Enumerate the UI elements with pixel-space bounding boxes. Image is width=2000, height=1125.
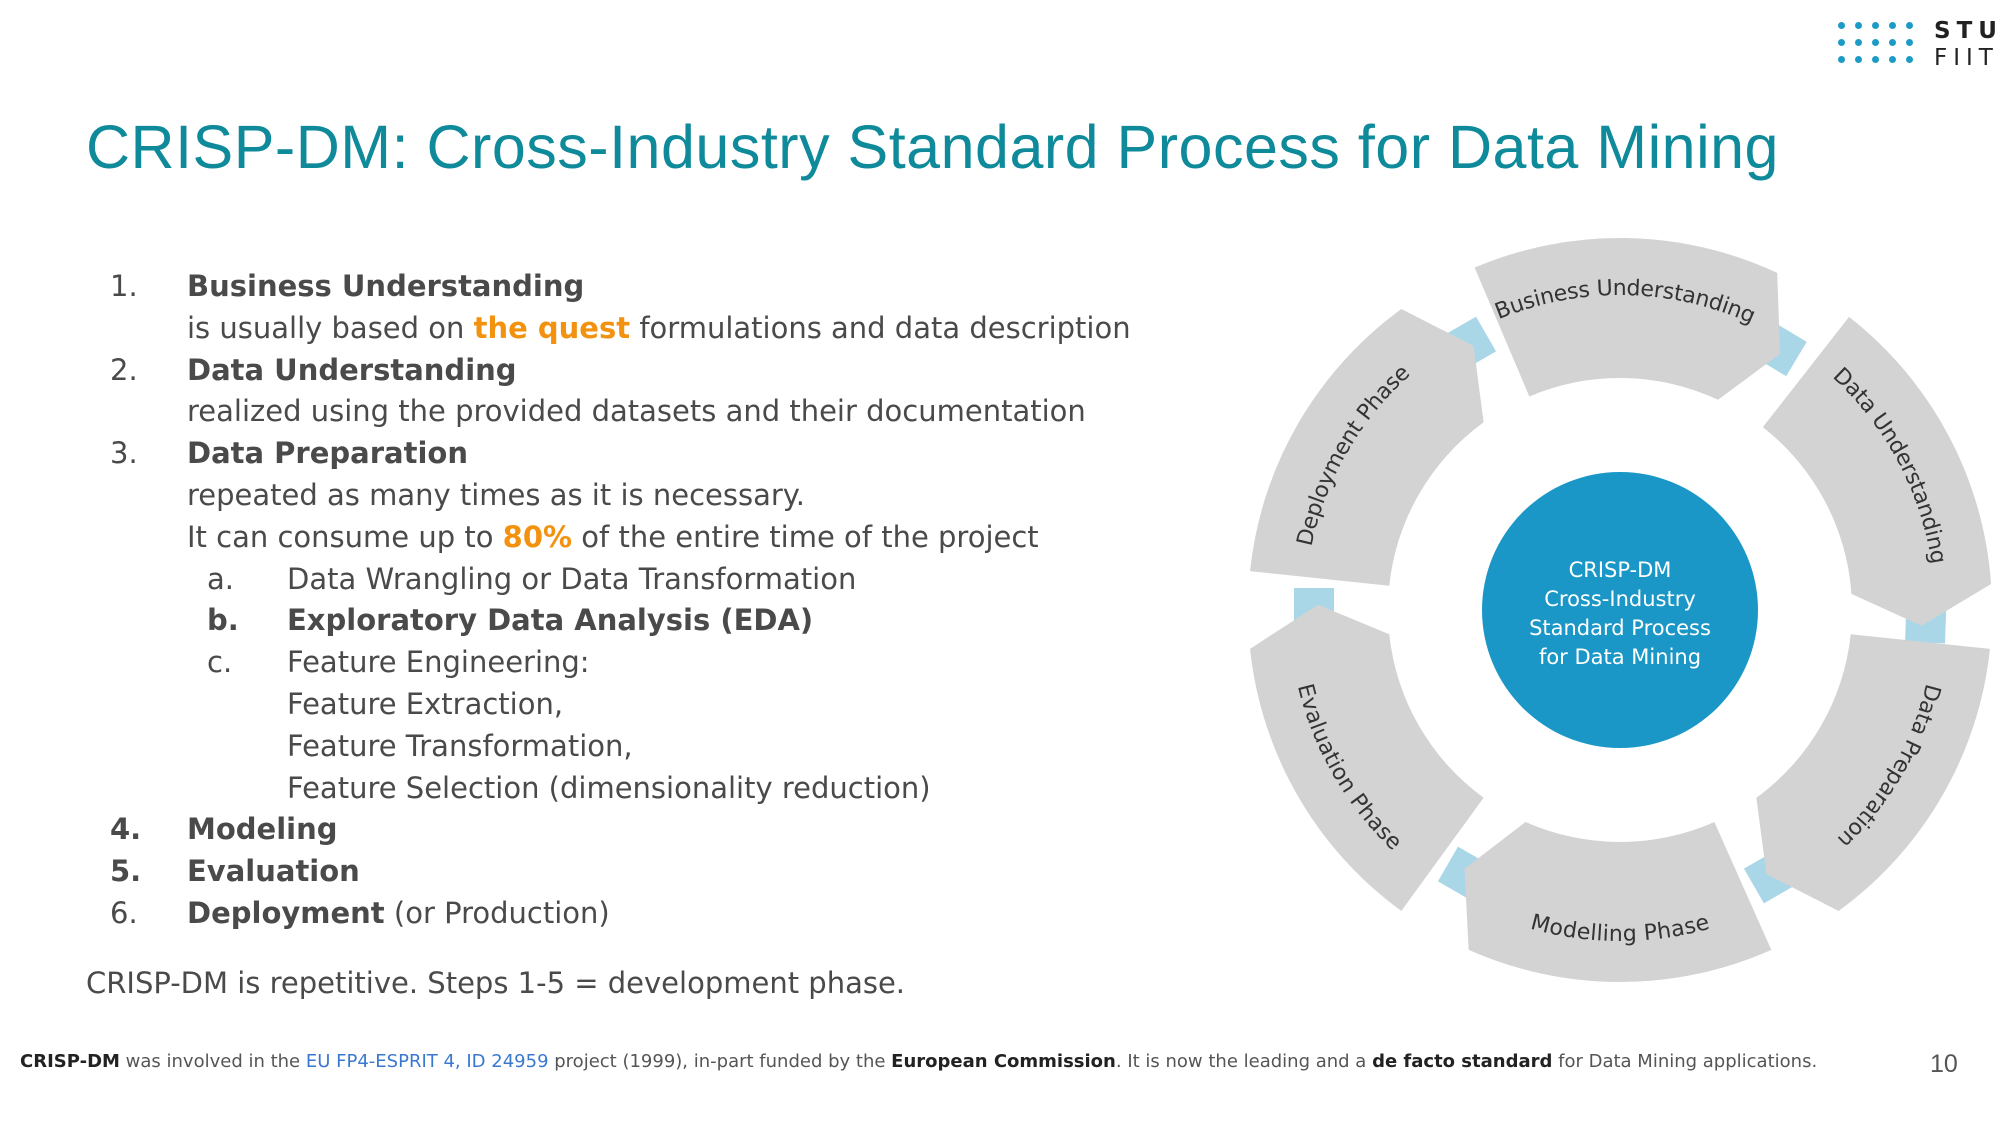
project-link[interactable]: EU FP4-ESPRIT 4, ID 24959: [305, 1051, 549, 1072]
desc-text: repeated as many times as it is necessar…: [187, 477, 806, 512]
logo-dot: [1906, 22, 1913, 29]
segments-group: [1250, 238, 1992, 983]
sub-label: Feature Engineering:: [287, 645, 590, 680]
logo-dot: [1889, 56, 1896, 63]
list-number: 5.: [110, 854, 142, 889]
list-number: 2.: [110, 352, 138, 387]
logo-dot: [1906, 39, 1913, 46]
stu-fiit-logo: STU FIIT: [1838, 18, 1998, 74]
list-item-4: 4. Modeling: [110, 809, 1240, 851]
sub-label: Data Wrangling or Data Transformation: [287, 561, 857, 596]
list-number: 6.: [110, 895, 138, 930]
footnote-part: project (1999), in-part funded by the: [548, 1051, 892, 1072]
logo-dot: [1889, 22, 1896, 29]
logo-dot: [1872, 56, 1879, 63]
desc-text: realized using the provided datasets and…: [187, 394, 1086, 429]
segment-5: [1250, 604, 1484, 911]
sub-label: Exploratory Data Analysis (EDA): [287, 603, 814, 638]
list-item-3-desc2: It can consume up to 80% of the entire t…: [110, 517, 1240, 559]
list-number: 4.: [110, 812, 142, 847]
segment-2: [1762, 316, 1992, 626]
list-label: Evaluation: [187, 854, 360, 889]
logo-dot: [1855, 39, 1862, 46]
logo-dot: [1838, 22, 1845, 29]
footnote-part: de facto standard: [1372, 1051, 1553, 1072]
logo-dot: [1872, 22, 1879, 29]
center-line-2: Cross-Industry: [1544, 587, 1696, 611]
summary-text: CRISP-DM is repetitive. Steps 1-5 = deve…: [86, 966, 906, 1000]
sub-line: Feature Extraction,: [287, 686, 564, 721]
page-number: 10: [1930, 1050, 1958, 1078]
highlight-text: the quest: [473, 310, 631, 345]
list-suffix: (or Production): [384, 895, 610, 930]
sub-item-c-line: Feature Extraction,: [110, 684, 1240, 726]
slide-title: CRISP-DM: Cross-Industry Standard Proces…: [86, 113, 1779, 181]
sub-line: Feature Selection (dimensionality reduct…: [287, 770, 931, 805]
desc-text: is usually based on: [187, 310, 474, 345]
list-item-1-desc: is usually based on the quest formulatio…: [110, 308, 1240, 350]
center-circle: [1482, 472, 1758, 748]
sub-item-a: a. Data Wrangling or Data Transformation: [110, 559, 1240, 601]
list-item-2: 2. Data Understanding: [110, 350, 1240, 392]
highlight-text: 80%: [502, 519, 573, 554]
sub-item-c: c. Feature Engineering:: [110, 642, 1240, 684]
footnote-part: European Commission: [891, 1051, 1116, 1072]
desc-text: formulations and data description: [630, 310, 1131, 345]
footnote-part: for Data Mining applications.: [1552, 1051, 1818, 1072]
desc-text: It can consume up to: [187, 519, 503, 554]
sub-item-b: b. Exploratory Data Analysis (EDA): [110, 600, 1240, 642]
logo-dot: [1889, 39, 1896, 46]
logo-line1: STU: [1934, 18, 2000, 44]
center-line-1: CRISP-DM: [1569, 558, 1672, 582]
list-number: 1.: [110, 269, 138, 303]
sub-item-c-line: Feature Transformation,: [110, 726, 1240, 768]
segment-3: [1756, 634, 1990, 911]
list-label: Data Preparation: [187, 436, 468, 471]
footnote: CRISP-DM was involved in the EU FP4-ESPR…: [20, 1051, 1817, 1072]
segment-4: [1464, 821, 1772, 983]
logo-dot: [1872, 39, 1879, 46]
list-item-6: 6. Deployment (or Production): [110, 893, 1240, 935]
list-item-3: 3. Data Preparation: [110, 433, 1240, 475]
center-line-4: for Data Mining: [1539, 645, 1701, 669]
list-item-3-desc1: repeated as many times as it is necessar…: [110, 475, 1240, 517]
list-label: Deployment: [187, 895, 385, 930]
logo-dot: [1838, 56, 1845, 63]
list-label: Modeling: [187, 812, 338, 847]
list-number: 3.: [110, 436, 138, 471]
logo-dot: [1906, 56, 1913, 63]
sub-number: c.: [207, 645, 233, 680]
process-steps-list: 1. Business Understanding is usually bas…: [110, 266, 1240, 935]
logo-dot: [1838, 39, 1845, 46]
list-label: Business Understanding: [187, 269, 585, 303]
logo-dot: [1855, 22, 1862, 29]
list-item-2-desc: realized using the provided datasets and…: [110, 391, 1240, 433]
segment-6: [1250, 309, 1484, 586]
footnote-part: . It is now the leading and a: [1115, 1051, 1373, 1072]
center-line-3: Standard Process: [1529, 616, 1711, 640]
footnote-part: was involved in the: [119, 1051, 306, 1072]
list-label: Data Understanding: [187, 352, 517, 387]
logo-dots: [1838, 22, 1928, 72]
list-item-1: 1. Business Understanding: [110, 266, 1240, 308]
sub-item-c-line: Feature Selection (dimensionality reduct…: [110, 768, 1240, 810]
list-item-5: 5. Evaluation: [110, 851, 1240, 893]
sub-number: b.: [207, 603, 239, 638]
sub-line: Feature Transformation,: [287, 728, 633, 763]
footnote-part: CRISP-DM: [20, 1051, 120, 1072]
desc-text: of the entire time of the project: [572, 519, 1039, 554]
logo-line2: FIIT: [1934, 45, 1999, 71]
logo-text: STU FIIT: [1934, 18, 1998, 72]
sub-number: a.: [207, 561, 234, 596]
logo-dot: [1855, 56, 1862, 63]
segment-1: [1474, 238, 1781, 400]
